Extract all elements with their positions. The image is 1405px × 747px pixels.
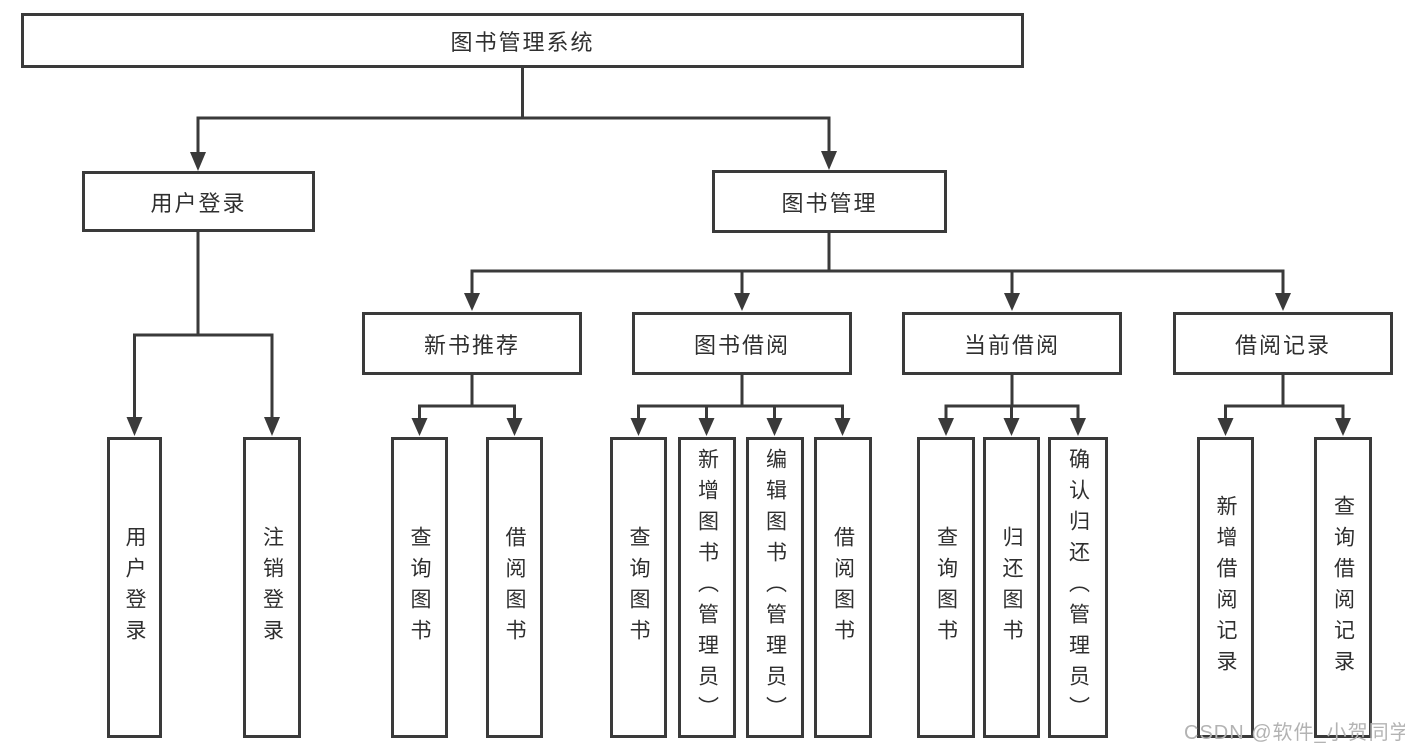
node-label: 用户登录 bbox=[123, 525, 146, 650]
node-label: 当前借阅 bbox=[963, 332, 1060, 358]
node-borrow-books-recommend: 借阅图书 bbox=[486, 437, 543, 738]
node-add-borrow-record: 新增借阅记录 bbox=[1197, 437, 1254, 738]
node-label: 编辑图书（管理员） bbox=[763, 448, 787, 727]
csdn-watermark: CSDN @软件_小贺同学 bbox=[1184, 722, 1405, 744]
node-label: 新书推荐 bbox=[423, 332, 520, 358]
node-label: 借阅图书 bbox=[503, 525, 526, 650]
node-new-book-recommendation: 新书推荐 bbox=[362, 312, 582, 375]
node-label: 借阅记录 bbox=[1234, 332, 1331, 358]
node-label: 注销登录 bbox=[260, 525, 284, 650]
node-edit-books-admin: 编辑图书（管理员） bbox=[746, 437, 804, 738]
node-label: 图书借阅 bbox=[693, 332, 790, 358]
node-label: 归还图书 bbox=[1000, 525, 1023, 650]
node-label: 用户登录 bbox=[150, 190, 247, 216]
node-book-management: 图书管理 bbox=[712, 170, 947, 233]
node-confirm-return-admin: 确认归还（管理员） bbox=[1048, 437, 1108, 738]
node-label: 新增借阅记录 bbox=[1214, 494, 1237, 681]
node-query-books-recommend: 查询图书 bbox=[391, 437, 448, 738]
node-borrowing-records: 借阅记录 bbox=[1173, 312, 1393, 375]
node-book-borrowing: 图书借阅 bbox=[632, 312, 852, 375]
node-label: 新增图书（管理员） bbox=[695, 448, 719, 727]
node-label: 图书管理系统 bbox=[450, 29, 595, 55]
node-user-login: 用户登录 bbox=[82, 171, 315, 232]
node-logout: 注销登录 bbox=[243, 437, 301, 738]
node-borrow-books: 借阅图书 bbox=[814, 437, 872, 738]
node-add-books-admin: 新增图书（管理员） bbox=[678, 437, 736, 738]
node-query-books-borrowing: 查询图书 bbox=[610, 437, 667, 738]
node-label: 查询图书 bbox=[408, 525, 431, 650]
node-query-books-current: 查询图书 bbox=[917, 437, 975, 738]
node-query-borrow-record: 查询借阅记录 bbox=[1314, 437, 1372, 738]
node-return-books: 归还图书 bbox=[983, 437, 1040, 738]
node-label: 查询图书 bbox=[934, 525, 958, 650]
node-library-management-system: 图书管理系统 bbox=[21, 13, 1024, 68]
node-label: 确认归还（管理员） bbox=[1066, 448, 1090, 727]
node-label: 查询图书 bbox=[627, 525, 650, 650]
node-label: 图书管理 bbox=[781, 190, 878, 216]
node-label: 借阅图书 bbox=[831, 525, 855, 650]
arrowheads bbox=[126, 151, 1351, 436]
node-current-borrowing: 当前借阅 bbox=[902, 312, 1122, 375]
node-label: 查询借阅记录 bbox=[1331, 494, 1355, 681]
node-user-login-leaf: 用户登录 bbox=[107, 437, 162, 738]
